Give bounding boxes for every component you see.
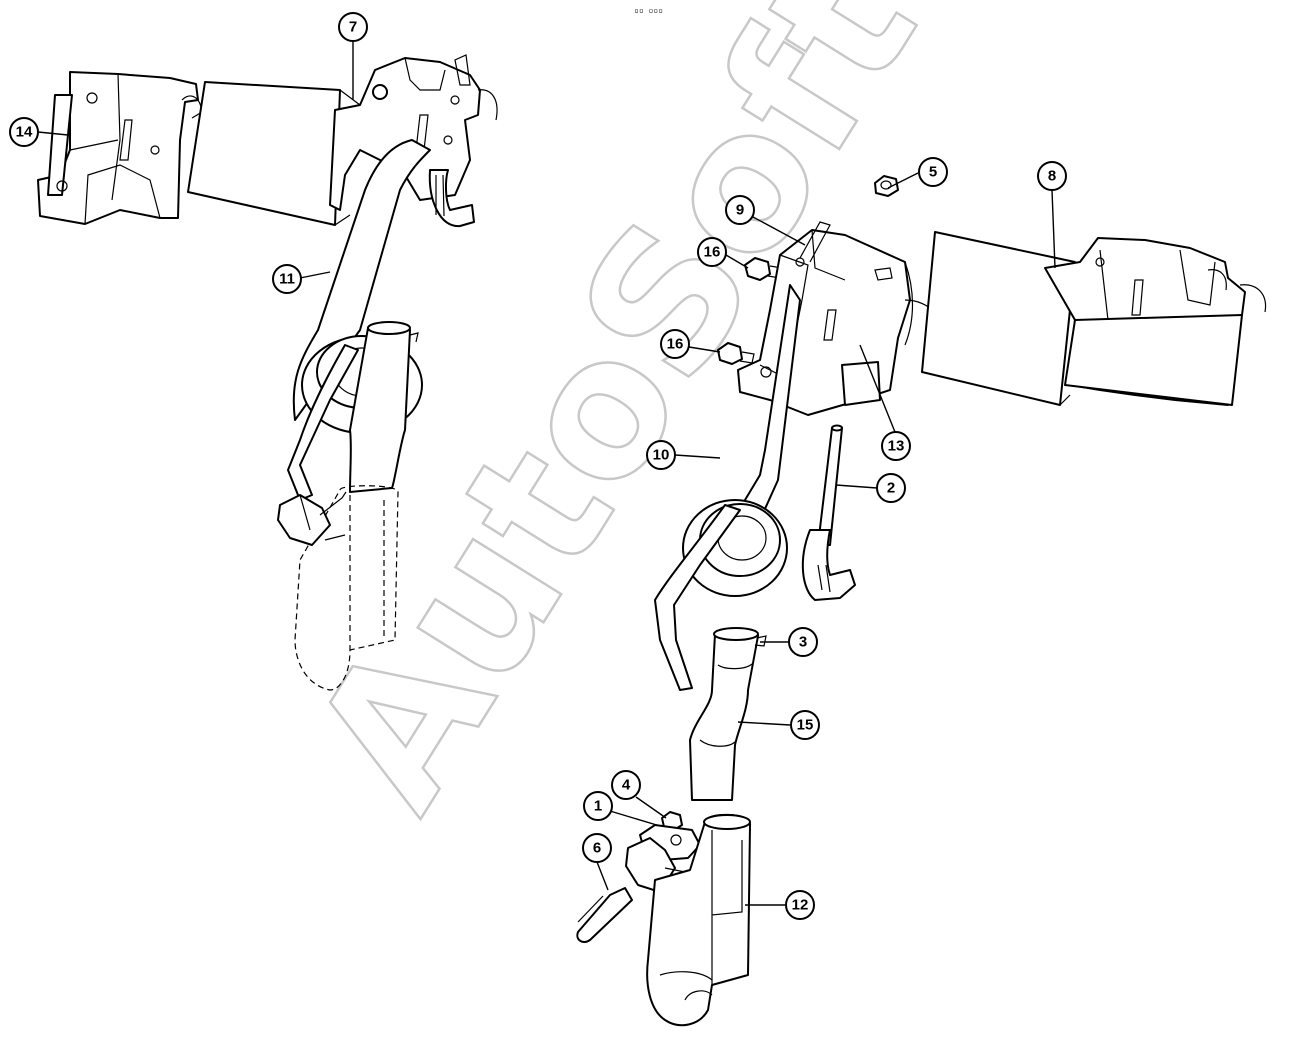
svg-text:7: 7 (349, 19, 357, 36)
svg-text:15: 15 (797, 717, 814, 734)
svg-text:13: 13 (888, 438, 905, 455)
svg-text:4: 4 (622, 777, 631, 794)
left-plate (187, 81, 341, 226)
callout-13: 13 (881, 431, 911, 461)
part-16-bolt-lower (717, 342, 755, 365)
part-10-spring-tine (654, 284, 801, 691)
svg-text:10: 10 (653, 447, 670, 464)
callout-14: 14 (9, 117, 39, 147)
svg-text:16: 16 (667, 336, 684, 353)
part-2-pin (801, 424, 856, 601)
callout-8: 8 (1037, 161, 1067, 191)
callout-3: 3 (788, 627, 818, 657)
corner-mark: ▫▫ ▫▫▫ (634, 6, 663, 15)
part-16-bolt-upper (744, 257, 783, 281)
part-8-plate-bracket (921, 231, 1267, 406)
svg-text:16: 16 (704, 244, 721, 261)
part-15-hose (689, 627, 767, 801)
callout-6: 6 (582, 833, 612, 863)
callout-10: 10 (646, 440, 676, 470)
callout-1: 1 (583, 791, 613, 821)
callout-4: 4 (611, 770, 641, 800)
callout-5: 5 (918, 157, 948, 187)
svg-text:1: 1 (594, 798, 602, 815)
callout-11: 11 (272, 264, 302, 294)
svg-text:11: 11 (279, 271, 295, 288)
callout-16-upper: 16 (697, 237, 727, 267)
left-boot (277, 485, 399, 691)
callout-2: 2 (876, 473, 906, 503)
callout-7: 7 (338, 12, 368, 42)
svg-text:5: 5 (929, 164, 937, 181)
svg-text:6: 6 (593, 840, 601, 857)
callout-12: 12 (785, 890, 815, 920)
callout-15: 15 (790, 710, 820, 740)
left-tube (349, 321, 419, 493)
part-7-bracket (329, 54, 498, 228)
part-14-bracket (37, 71, 203, 225)
svg-text:12: 12 (792, 897, 809, 914)
part-6-pin (576, 887, 633, 943)
callout-16-lower: 16 (660, 329, 690, 359)
svg-text:14: 14 (16, 124, 33, 141)
leader-lines (37, 41, 1056, 906)
svg-text:3: 3 (799, 634, 807, 651)
svg-text:2: 2 (887, 480, 895, 497)
svg-text:9: 9 (736, 202, 744, 219)
left-assembly (37, 54, 498, 691)
part-12-boot (646, 813, 751, 1027)
callout-9: 9 (725, 195, 755, 225)
right-assembly (576, 175, 1267, 1027)
part-5-nut (874, 175, 899, 197)
svg-text:8: 8 (1048, 168, 1056, 185)
